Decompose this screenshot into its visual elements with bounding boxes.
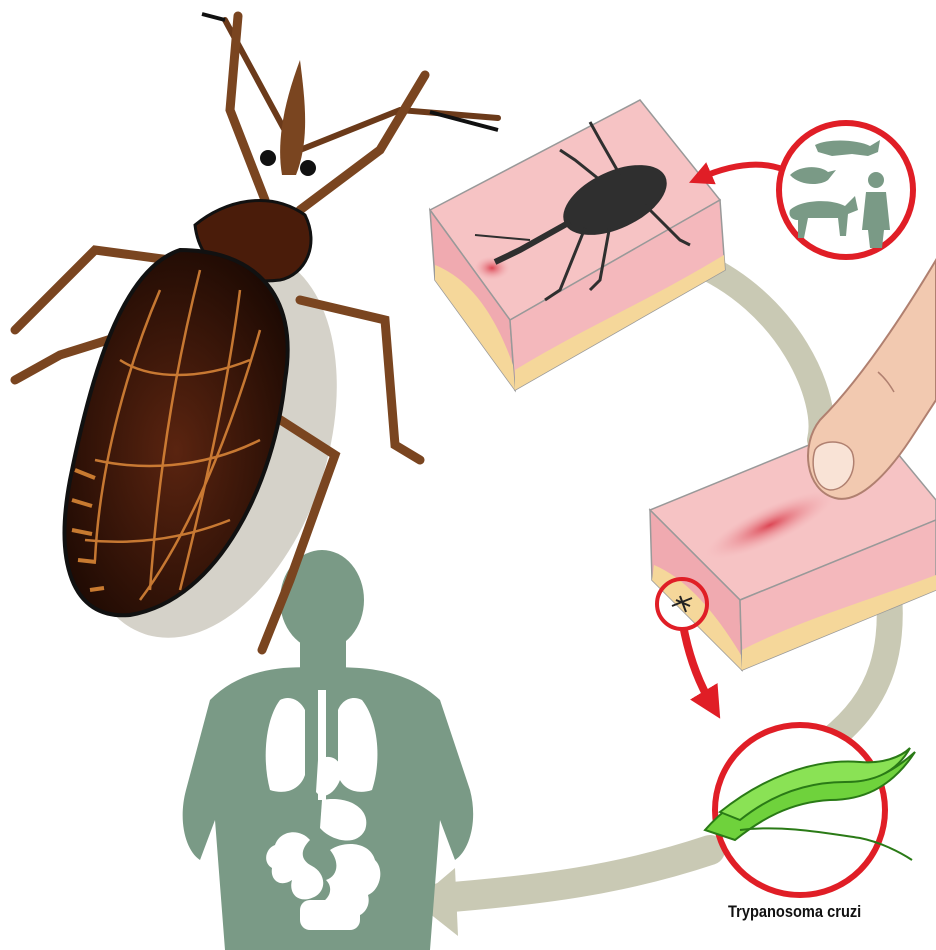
bite-skin-block-icon: [430, 100, 725, 390]
kissing-bug-icon: [15, 14, 498, 671]
finger-scratch-icon: [650, 260, 936, 670]
parasite-caption: Trypanosoma cruzi: [728, 902, 861, 922]
parasite-zoom-icon: [705, 725, 915, 895]
scratch-to-parasite-arrow: [684, 630, 712, 705]
reservoir-to-bite-arrow: [700, 165, 785, 178]
animal-reservoir-icon: [779, 123, 913, 257]
